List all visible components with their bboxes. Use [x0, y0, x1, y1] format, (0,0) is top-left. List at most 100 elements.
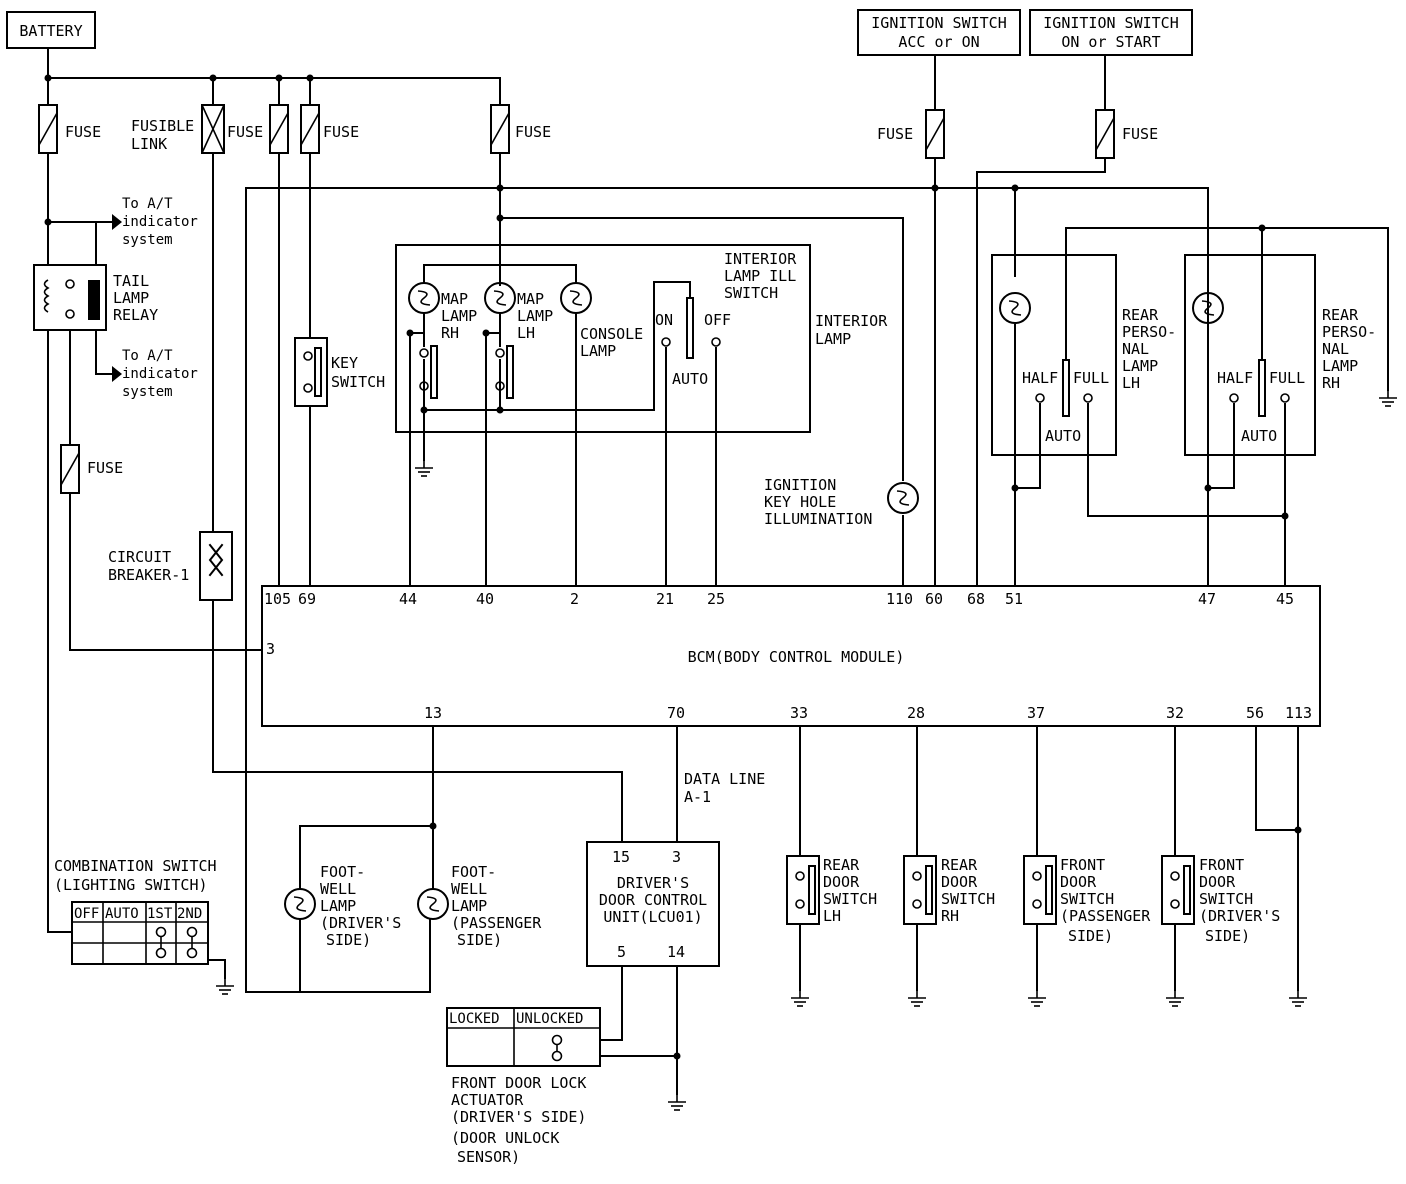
ill-switch-label-1: INTERIOR	[724, 250, 797, 268]
fusible-link-icon	[201, 104, 225, 154]
bcm-pin-3: 3	[266, 640, 275, 658]
key-hole-illumination-bulb-icon	[887, 482, 919, 514]
footwell-passenger-label-1: FOOT-	[451, 863, 496, 881]
ignition-on-label-2: ON or START	[1061, 33, 1160, 51]
front-door-pass-label-2: DOOR	[1060, 873, 1097, 891]
rear-lh-half-label: HALF	[1022, 369, 1058, 387]
ignition-acc-label-1: IGNITION SWITCH	[871, 14, 1006, 32]
fuse-label: FUSE	[1122, 125, 1158, 143]
rear-rh-full-label: FULL	[1269, 369, 1305, 387]
rear-lh-label-2: PERSO-	[1122, 323, 1176, 341]
to-at-top-1: To A/T	[122, 196, 173, 212]
ill-switch-label-2: LAMP ILL	[724, 267, 796, 285]
dcu-pin-3: 3	[672, 848, 681, 866]
combo-col-2nd: 2ND	[177, 906, 202, 922]
rear-lh-auto-label: AUTO	[1045, 427, 1081, 445]
console-lamp-bulb-icon	[560, 282, 592, 314]
console-lamp-label-2: LAMP	[580, 342, 616, 360]
ignition-on-box	[1029, 9, 1193, 56]
rear-lh-label-5: LH	[1122, 374, 1140, 392]
ill-switch-off-label: OFF	[704, 311, 731, 329]
combo-col-off: OFF	[74, 906, 99, 922]
combination-switch-label-2: (LIGHTING SWITCH)	[54, 876, 208, 894]
lock-col-locked: LOCKED	[449, 1011, 500, 1027]
rear-rh-label-4: LAMP	[1322, 357, 1358, 375]
front-door-switch-passenger-icon	[1023, 855, 1057, 925]
front-door-pass-label-1: FRONT	[1060, 856, 1105, 874]
bcm-pin-60: 60	[925, 590, 943, 608]
fuse-label: FUSE	[227, 123, 263, 141]
bcm-pin-33: 33	[790, 704, 808, 722]
map-lamp-rh-label-2: LAMP	[441, 307, 477, 325]
key-switch-icon	[294, 337, 328, 407]
rear-rh-auto-label: AUTO	[1241, 427, 1277, 445]
to-at-top-2: indicator	[122, 214, 198, 230]
bcm-pin-110: 110	[886, 590, 913, 608]
bcm-pin-70: 70	[667, 704, 685, 722]
map-lamp-lh-label-1: MAP	[517, 290, 544, 308]
keyhole-label-3: ILLUMINATION	[764, 510, 872, 528]
dcu-pin-14: 14	[667, 943, 685, 961]
lock-actuator-label-1: FRONT DOOR LOCK	[451, 1074, 586, 1092]
rear-door-rh-label-1: REAR	[941, 856, 978, 874]
bcm-pin-56: 56	[1246, 704, 1264, 722]
footwell-passenger-label-3: LAMP	[451, 897, 487, 915]
circuit-breaker-icon	[199, 531, 233, 601]
rear-door-rh-label-4: RH	[941, 907, 959, 925]
bcm-pin-28: 28	[907, 704, 925, 722]
map-lamp-lh-bulb-icon	[484, 282, 516, 314]
fuse-icon	[38, 104, 58, 154]
lock-actuator-label-2: ACTUATOR	[451, 1091, 524, 1109]
bcm-pin-13: 13	[424, 704, 442, 722]
rear-lh-label-4: LAMP	[1122, 357, 1158, 375]
rear-personal-lamp-lh-box	[991, 254, 1117, 456]
interior-lamp-label-1: INTERIOR	[815, 312, 888, 330]
rear-door-switch-lh-icon	[786, 855, 820, 925]
console-lamp-label-1: CONSOLE	[580, 325, 643, 343]
map-lamp-rh-bulb-icon	[408, 282, 440, 314]
rear-rh-label-1: REAR	[1322, 306, 1359, 324]
footwell-passenger-label-4: (PASSENGER	[451, 914, 542, 932]
bcm-pin-45: 45	[1276, 590, 1294, 608]
combo-col-auto: AUTO	[105, 906, 139, 922]
map-lamp-lh-label-3: LH	[517, 324, 535, 342]
arrow-icon	[112, 214, 122, 230]
lock-actuator-label-4: (DOOR UNLOCK	[451, 1129, 559, 1147]
front-door-pass-label-4: (PASSENGER	[1060, 907, 1151, 925]
bcm-pin-25: 25	[707, 590, 725, 608]
bcm-pin-37: 37	[1027, 704, 1045, 722]
to-at-bottom-3: system	[122, 384, 173, 400]
footwell-lamp-driver-bulb-icon	[284, 888, 316, 920]
combination-switch-table	[71, 901, 209, 965]
footwell-driver-label-5: SIDE)	[326, 931, 371, 949]
dcu-pin-15: 15	[612, 848, 630, 866]
map-lamp-rh-label-3: RH	[441, 324, 459, 342]
footwell-driver-label-1: FOOT-	[320, 863, 365, 881]
ignition-acc-label-2: ACC or ON	[898, 33, 979, 51]
bcm-pin-47: 47	[1198, 590, 1216, 608]
to-at-bottom-2: indicator	[122, 366, 198, 382]
fusible-link-label-1: FUSIBLE	[131, 117, 194, 135]
fuse-icon	[60, 444, 80, 494]
interior-lamp-label-2: LAMP	[815, 330, 851, 348]
tail-lamp-relay-label-2: LAMP	[113, 289, 149, 307]
bcm-pin-69: 69	[298, 590, 316, 608]
front-door-drv-label-5: SIDE)	[1205, 927, 1250, 945]
rear-door-rh-label-2: DOOR	[941, 873, 978, 891]
bcm-pin-51: 51	[1005, 590, 1023, 608]
rear-door-lh-label-4: LH	[823, 907, 841, 925]
map-lamp-lh-label-2: LAMP	[517, 307, 553, 325]
rear-rh-label-3: NAL	[1322, 340, 1349, 358]
front-door-drv-label-4: (DRIVER'S	[1199, 907, 1280, 925]
rear-rh-half-label: HALF	[1217, 369, 1253, 387]
fuse-icon	[300, 104, 320, 154]
fuse-icon	[269, 104, 289, 154]
footwell-driver-label-4: (DRIVER'S	[320, 914, 401, 932]
circuit-breaker-label-2: BREAKER-1	[108, 566, 189, 584]
key-switch-label-2: SWITCH	[331, 373, 385, 391]
relay-coil-icon	[43, 279, 50, 313]
bcm-pin-21: 21	[656, 590, 674, 608]
dcu-pin-5: 5	[617, 943, 626, 961]
fuse-label: FUSE	[65, 123, 101, 141]
